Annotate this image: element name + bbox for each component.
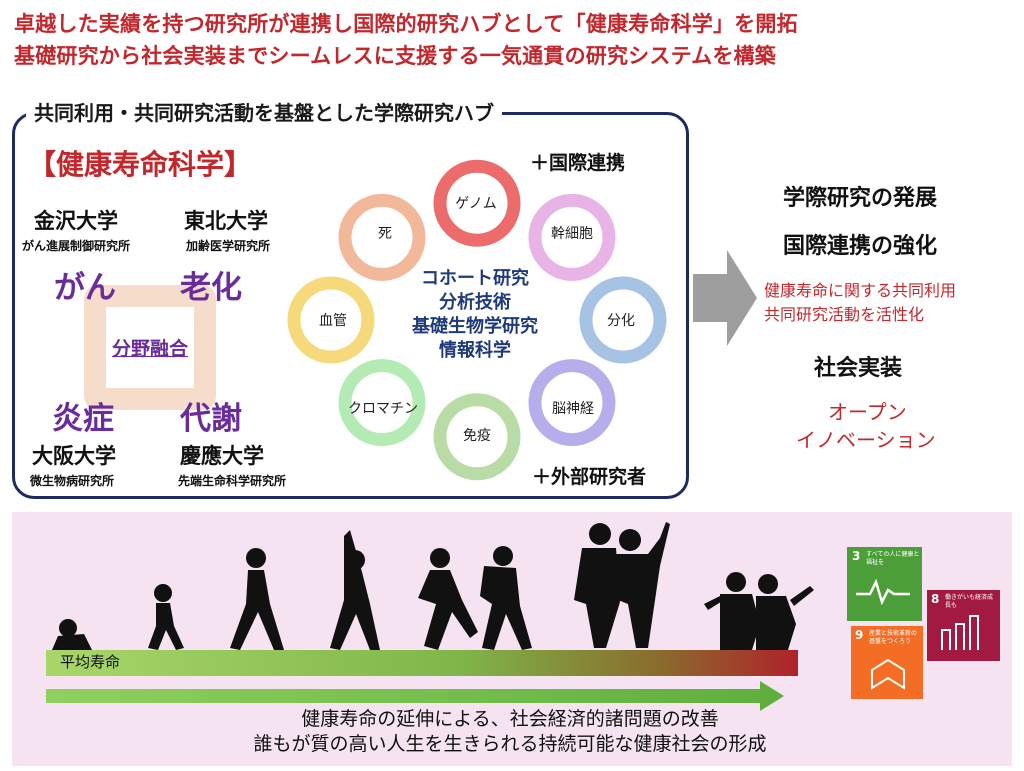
ring-vessel-circle: [287, 276, 375, 364]
healthy-lifespan-arrow: [46, 681, 784, 711]
stretching-silhouette: [330, 530, 380, 650]
ring-label-chromatin: クロマチン: [348, 401, 418, 417]
cubes-icon: [871, 658, 905, 690]
bottom-line-1: 健康寿命の延伸による、社会経済的諸問題の改善: [301, 708, 719, 730]
sdg-3-number: 3: [852, 549, 861, 563]
right-note-1: 健康寿命に関する共同利用: [764, 281, 957, 300]
ring-stem-cell-circle: [528, 193, 616, 281]
sdg-9-icon: [851, 626, 923, 699]
center-line-biology: 基礎生物学研究: [412, 316, 538, 337]
plus-external: ＋外部研究者: [532, 466, 647, 488]
ring-immunity-circle: [433, 393, 521, 481]
baby-silhouette: [52, 619, 92, 650]
ring-differentiation-circle: [579, 276, 667, 364]
average-lifespan-label: 平均寿命: [60, 653, 121, 671]
walker-silhouette: [230, 548, 284, 650]
fusion-frame: [84, 285, 216, 410]
institute-keio: 先端生命科学研究所: [178, 474, 287, 488]
life-stage-silhouettes: [52, 522, 814, 650]
right-head-interdisciplinary: 学際研究の発展: [783, 186, 938, 211]
right-innovation: イノベーション: [796, 428, 936, 452]
average-lifespan-bar: [46, 650, 798, 676]
ring-death-circle: [338, 193, 426, 281]
ring-neuro-circle: [528, 359, 616, 447]
right-arrow-icon: [693, 250, 757, 346]
ring-label-neuro: 脳神経: [552, 401, 594, 417]
topic-inflammation: 炎症: [52, 401, 114, 437]
right-head-implementation: 社会実装: [814, 356, 903, 381]
child-silhouette: [148, 584, 184, 650]
institute-kanazawa: がん進展制御研究所: [22, 239, 131, 253]
sdg-3-icon: [847, 547, 922, 621]
ring-label-vessel: 血管: [319, 313, 347, 329]
bottom-message: 健康寿命の延伸による、社会経済的諸問題の改善 誰もが質の高い人生を生きられる持続…: [150, 707, 870, 757]
university-kanazawa: 金沢大学: [34, 209, 118, 233]
topic-aging: 老化: [180, 270, 242, 306]
ring-label-genome: ゲノム: [455, 196, 497, 212]
hiker-silhouette: [480, 546, 532, 650]
heartbeat-icon: [856, 578, 910, 606]
sdg-8-number: 8: [931, 592, 940, 606]
ring-label-stem-cell: 幹細胞: [551, 226, 593, 242]
plus-international: ＋国際連携: [530, 152, 626, 174]
ring-label-differentiation: 分化: [607, 313, 635, 329]
center-research-methods: コホート研究 分析技術 基礎生物学研究 情報科学: [370, 267, 580, 363]
university-osaka: 大阪大学: [32, 444, 116, 468]
center-line-cohort: コホート研究: [421, 268, 529, 289]
sdg-8-text: 働きがいも経済成長も: [945, 594, 994, 609]
topic-cancer: がん: [54, 270, 116, 306]
seated-elders-silhouette: [704, 572, 814, 650]
right-head-international: 国際連携の強化: [783, 234, 938, 259]
fusion-label: 分野融合: [111, 338, 188, 360]
ring-label-death: 死: [378, 226, 392, 242]
ring-genome-circle: [433, 159, 521, 247]
runner-silhouette: [418, 548, 478, 650]
bottom-line-2: 誰もが質の高い人生を生きられる持続可能な健康社会の形成: [253, 733, 767, 755]
topic-metabolism: 代謝: [180, 401, 242, 437]
ring-label-immunity: 免疫: [463, 428, 491, 444]
sdg-3-text: すべての人に健康と福祉を: [866, 551, 920, 566]
sdg-icons: [847, 547, 1000, 699]
hub-title: 共同利用・共同研究活動を基盤とした学際研究ハブ: [26, 97, 502, 126]
bar-growth-icon: [941, 615, 979, 650]
center-line-analysis: 分析技術: [439, 292, 511, 313]
header-line-2: 基礎研究から社会実装までシームレスに支援する一気通貫の研究システムを構築: [14, 44, 776, 68]
university-tohoku: 東北大学: [184, 209, 268, 233]
elderly-couple-silhouette: [574, 522, 670, 648]
institute-osaka: 微生物病研究所: [30, 474, 115, 488]
ring-chromatin-circle: [338, 359, 426, 447]
field-title: 【健康寿命科学】: [28, 148, 253, 181]
right-note-2: 共同研究活動を活性化: [764, 305, 925, 324]
sdg-9-text: 産業と技術革新の基盤をつくろう: [869, 630, 918, 645]
sdg-9-number: 9: [855, 628, 864, 642]
institute-tohoku: 加齢医学研究所: [186, 239, 271, 253]
center-line-informatics: 情報科学: [439, 340, 511, 361]
university-keio: 慶應大学: [180, 444, 264, 468]
lifespan-illustration: [46, 522, 1000, 711]
right-open: オープン: [828, 400, 907, 424]
header-line-1: 卓越した実績を持つ研究所が連携し国際的研究ハブとして「健康寿命科学」を開拓: [14, 12, 798, 36]
